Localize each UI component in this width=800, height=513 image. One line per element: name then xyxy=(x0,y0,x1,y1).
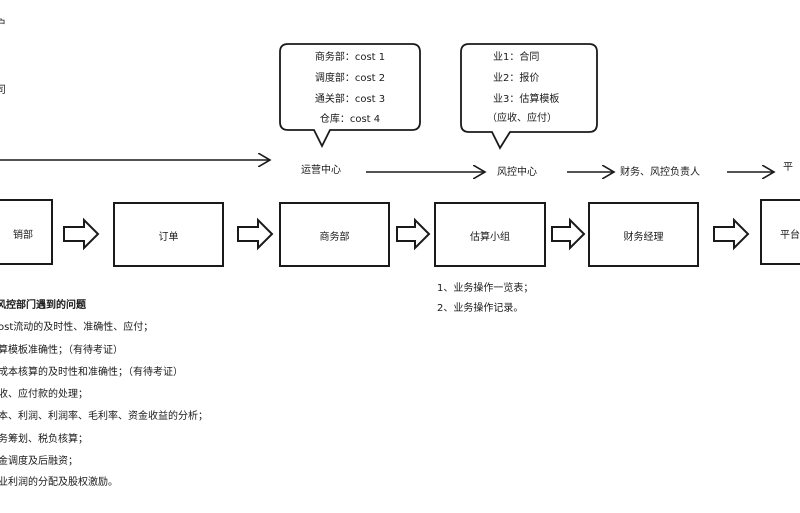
process-box-2-label: 订单 xyxy=(158,232,179,243)
issues-item-4: 收、应付款的处理； xyxy=(0,389,88,400)
process-box-6 xyxy=(760,199,800,265)
process-box-6-label: 平台 xyxy=(780,230,800,241)
flow-label-finance-risk-lead: 财务、风控负责人 xyxy=(620,167,700,178)
left-edge-glyph-3: 司 xyxy=(0,85,6,96)
bubble-right-line-3: 业3：估算模板 xyxy=(493,94,560,105)
block-arrow-2 xyxy=(237,217,274,251)
bubble-left-shape xyxy=(279,43,421,149)
issues-item-6: 务筹划、税负核算； xyxy=(0,434,88,445)
issues-item-3: 成本核算的及时性和准确性；（有待考证） xyxy=(0,367,183,378)
block-arrow-1 xyxy=(63,217,100,251)
issues-item-8: 业利润的分配及股权激励。 xyxy=(0,477,118,488)
block-arrow-5 xyxy=(713,217,750,251)
flow-label-operations-center: 运营中心 xyxy=(301,165,341,176)
issues-item-7: 金调度及后融资； xyxy=(0,456,78,467)
process-box-2 xyxy=(113,202,224,267)
bubble-left-line-4: 仓库：cost 4 xyxy=(319,114,381,125)
note-business-operations-record: 2、业务操作记录。 xyxy=(437,303,524,314)
left-edge-glyph-1: 户 xyxy=(0,19,6,30)
process-box-1-label: 销部 xyxy=(13,230,33,241)
bubble-right-line-1: 业1：合同 xyxy=(493,52,540,63)
bubble-right-line-2: 业2：报价 xyxy=(493,73,540,84)
issues-item-2: 算模板准确性；（有待考证） xyxy=(0,345,123,356)
bubble-left-line-3: 通关部：cost 3 xyxy=(314,94,386,105)
bubble-left-line-2: 调度部：cost 2 xyxy=(314,73,386,84)
bubble-right-shape xyxy=(460,43,598,150)
process-box-5 xyxy=(588,202,699,267)
process-box-1 xyxy=(0,199,53,265)
issues-title: 风控部门遇到的问题 xyxy=(0,300,86,311)
process-box-3 xyxy=(279,202,390,267)
issues-item-5: 本、利润、利润率、毛利率、资金收益的分析； xyxy=(0,411,208,422)
block-arrow-3 xyxy=(396,217,431,251)
flow-label-platform-cropped: 平 xyxy=(783,162,793,173)
flow-label-risk-center: 风控中心 xyxy=(497,167,537,178)
process-box-3-label: 商务部 xyxy=(319,232,350,243)
note-business-operations-list: 1、业务操作一览表； xyxy=(437,283,534,294)
process-box-4 xyxy=(434,202,546,267)
bubble-left-line-1: 商务部：cost 1 xyxy=(314,52,386,63)
block-arrow-4 xyxy=(551,217,586,251)
issues-item-1: ost流动的及时性、准确性、应付； xyxy=(0,322,154,333)
bubble-right-line-4: （应收、应付） xyxy=(487,113,557,124)
process-box-4-label: 估算小组 xyxy=(470,232,510,243)
block-arrows xyxy=(63,217,750,251)
process-box-5-label: 财务经理 xyxy=(623,232,664,243)
